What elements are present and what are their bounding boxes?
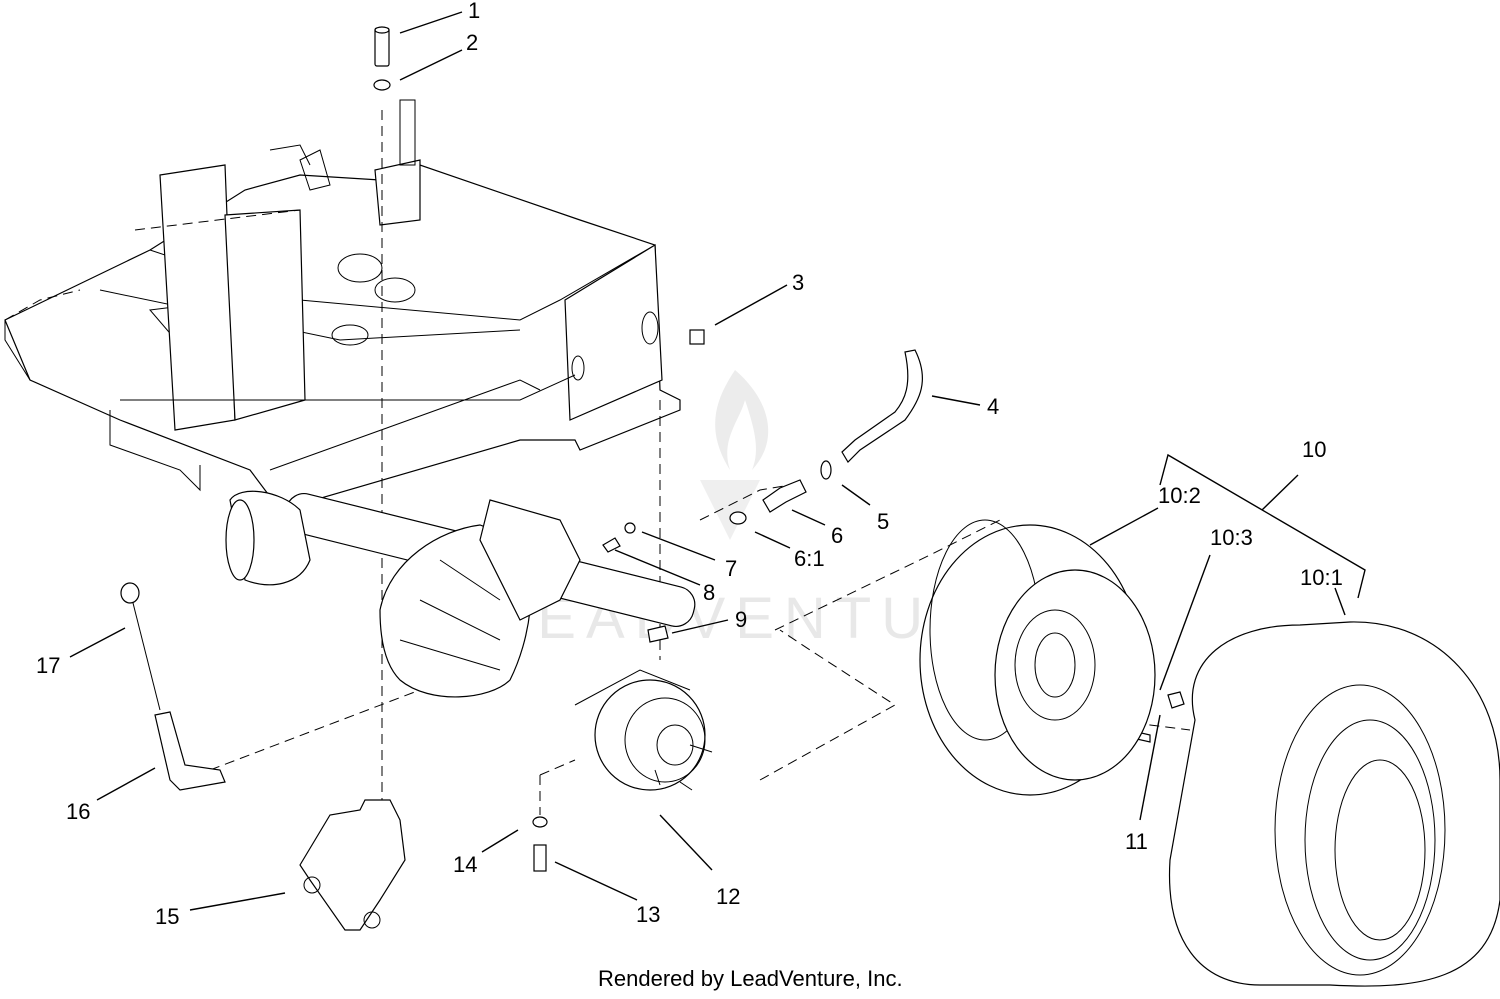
callout-17: 17	[36, 653, 60, 678]
leader-lines	[69, 11, 1366, 911]
callout-10-2: 10:2	[1158, 483, 1201, 508]
wheel-rim	[919, 519, 1156, 796]
callout-8: 8	[703, 580, 715, 605]
tire	[1168, 621, 1500, 987]
callout-labels: 1 2 3 4 5 6 6:1 7 8 9 10 10:1 10:2 10:3 …	[36, 0, 1343, 929]
callout-1: 1	[468, 0, 480, 23]
callout-10-1: 10:1	[1300, 565, 1343, 590]
callout-15: 15	[155, 904, 179, 929]
callout-14: 14	[453, 852, 477, 877]
callout-2: 2	[466, 30, 478, 55]
callout-9: 9	[735, 607, 747, 632]
callout-5: 5	[877, 509, 889, 534]
callout-3: 3	[792, 270, 804, 295]
callout-6: 6	[831, 523, 843, 548]
callout-11: 11	[1125, 829, 1148, 854]
hardware-parts	[120, 26, 1185, 931]
callout-10-3: 10:3	[1210, 525, 1253, 550]
footer-credit: Rendered by LeadVenture, Inc.	[598, 966, 903, 991]
callout-13: 13	[636, 902, 660, 927]
callout-4: 4	[987, 394, 999, 419]
callout-6-1: 6:1	[794, 546, 825, 571]
transaxle-assembly	[225, 490, 713, 791]
callout-7: 7	[725, 556, 737, 581]
callout-16: 16	[66, 799, 90, 824]
callout-10: 10	[1302, 437, 1326, 462]
frame-assembly	[4, 99, 681, 511]
callout-12: 12	[716, 884, 740, 909]
